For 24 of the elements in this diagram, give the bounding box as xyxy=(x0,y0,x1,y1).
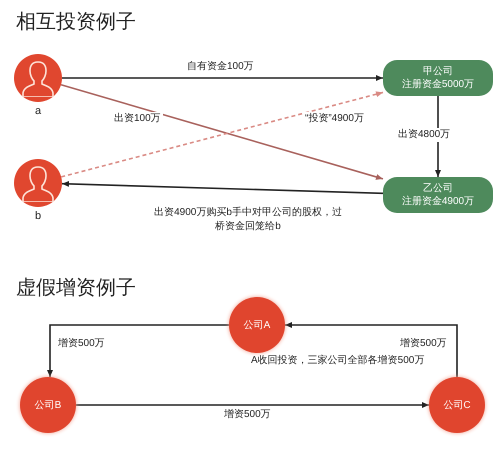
heading: 虚假增资例子 xyxy=(16,276,136,301)
arrow xyxy=(285,322,458,377)
person-label: b xyxy=(34,210,42,222)
edge-label: 出资4800万 xyxy=(396,128,452,142)
edge-label: 增资500万 xyxy=(398,337,449,350)
company-box: 乙公司 注册资金4900万 xyxy=(383,177,493,213)
company-circle: 公司C xyxy=(429,377,485,433)
company-circle: 公司A xyxy=(229,297,285,353)
edge-label: 增资500万 xyxy=(56,337,107,350)
arrow xyxy=(47,324,229,377)
arrow xyxy=(76,402,429,408)
person-avatar xyxy=(14,54,62,102)
heading: 相互投资例子 xyxy=(16,10,136,35)
edge-label: 出资100万 xyxy=(112,112,163,126)
person-avatar xyxy=(14,159,62,207)
note: A收回投资，三家公司全部各增资500万 xyxy=(251,354,424,367)
company-circle: 公司B xyxy=(20,377,76,433)
company-box: 甲公司 注册资金5000万 xyxy=(383,60,493,96)
edge-label: 自有资金100万 xyxy=(185,60,256,74)
arrow xyxy=(62,180,384,194)
arrow xyxy=(62,75,383,81)
person-label: a xyxy=(34,105,42,117)
edge-label: “投资”4900万 xyxy=(303,112,366,126)
edge-label: 增资500万 xyxy=(222,408,273,422)
